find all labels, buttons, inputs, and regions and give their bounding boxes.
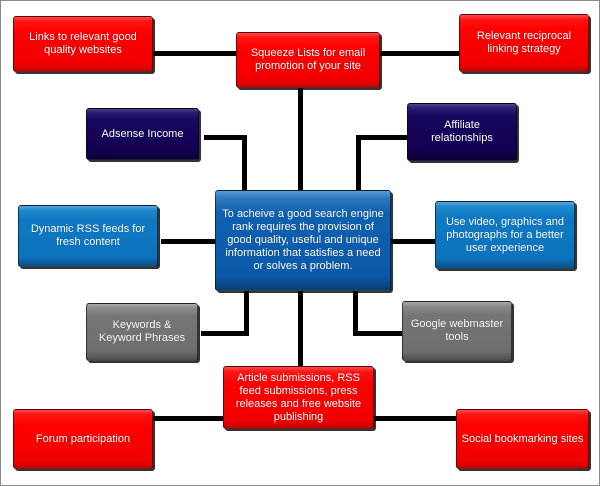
- node-label: Google webmaster tools: [410, 318, 504, 343]
- node-label: Squeeze Lists for email promotion of you…: [250, 47, 366, 72]
- node-label: Keywords & Keyword Phrases: [98, 319, 186, 344]
- node-label: Adsense Income: [101, 127, 184, 140]
- node-use-video-graphics[interactable]: Use video, graphics and photographs for …: [435, 201, 575, 269]
- node-article-submissions[interactable]: Article submissions, RSS feed submission…: [223, 366, 374, 429]
- node-label: Relevant reciprocal linking strategy: [476, 30, 572, 55]
- connector-article-to-forum: [153, 416, 225, 421]
- node-google-webmaster-tools[interactable]: Google webmaster tools: [402, 301, 512, 361]
- connector-center-to-webmaster-vertical: [353, 290, 358, 335]
- node-forum-participation[interactable]: Forum participation: [13, 409, 153, 469]
- connector-squeeze-to-reciprocal: [379, 51, 461, 56]
- connector-links-to-squeeze: [152, 51, 237, 56]
- node-label: Links to relevant good quality websites: [29, 31, 137, 56]
- node-social-bookmarking[interactable]: Social bookmarking sites: [456, 409, 589, 469]
- connector-article-to-social: [373, 416, 457, 421]
- node-label: To acheive a good search engine rank req…: [222, 208, 384, 272]
- connector-rss-to-center: [159, 239, 217, 244]
- node-squeeze-lists[interactable]: Squeeze Lists for email promotion of you…: [236, 32, 380, 88]
- node-label: Social bookmarking sites: [461, 432, 584, 445]
- connector-affiliate-horizontal: [356, 135, 414, 140]
- connector-center-to-video: [390, 239, 442, 244]
- connector-center-to-article: [298, 290, 303, 370]
- node-center-goal[interactable]: To acheive a good search engine rank req…: [215, 190, 391, 291]
- node-label: Affiliate relationships: [431, 119, 493, 144]
- node-links-quality-websites[interactable]: Links to relevant good quality websites: [13, 16, 153, 72]
- node-label: Forum participation: [35, 432, 131, 445]
- connector-affiliate-vertical: [356, 135, 361, 192]
- connector-center-to-webmaster-horizontal: [353, 331, 409, 336]
- node-label: Use video, graphics and photographs for …: [445, 215, 564, 254]
- node-affiliate-relationships[interactable]: Affiliate relationships: [407, 103, 517, 161]
- connector-center-to-keywords-horizontal: [197, 331, 249, 336]
- node-label: Dynamic RSS feeds for fresh content: [30, 223, 146, 248]
- node-label: Article submissions, RSS feed submission…: [235, 371, 362, 423]
- node-dynamic-rss-feeds[interactable]: Dynamic RSS feeds for fresh content: [18, 205, 158, 267]
- node-keywords-phrases[interactable]: Keywords & Keyword Phrases: [86, 303, 198, 361]
- connector-center-to-keywords-vertical: [244, 290, 249, 335]
- connector-adsense-horizontal: [201, 135, 247, 140]
- node-adsense-income[interactable]: Adsense Income: [86, 108, 199, 160]
- connector-squeeze-to-center: [298, 87, 303, 192]
- node-reciprocal-linking[interactable]: Relevant reciprocal linking strategy: [459, 14, 589, 72]
- connector-adsense-vertical: [242, 135, 247, 192]
